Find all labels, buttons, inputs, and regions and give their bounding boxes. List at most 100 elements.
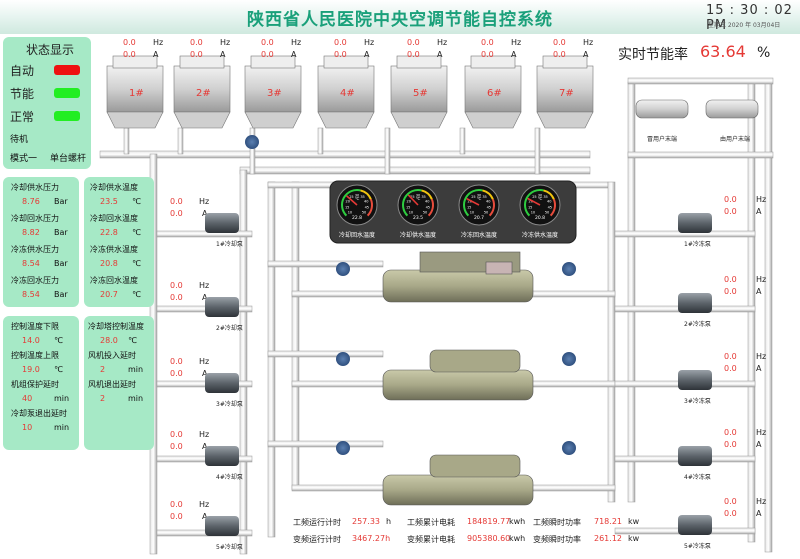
pressure-label: 冷冻回水压力	[11, 276, 59, 285]
cooling-pump-motor-icon[interactable]	[205, 516, 239, 536]
status-led-auto	[54, 65, 80, 75]
chilled-pump-name: 1#冷冻泵	[684, 241, 711, 248]
tower-hz-unit: Hz	[511, 38, 522, 47]
gauge-label: 冷却回水温度	[339, 231, 375, 239]
tower-name[interactable]: 7#	[559, 88, 574, 99]
control-label: 风机退出延时	[88, 380, 136, 389]
pressure-value: 8.54	[22, 290, 40, 299]
control-value[interactable]: 40	[22, 394, 33, 403]
cooling-pump-motor-icon[interactable]	[205, 297, 239, 317]
control-value[interactable]: 2	[100, 365, 106, 374]
tower-name[interactable]: 1#	[129, 88, 144, 99]
gauge-tick-label: 15	[345, 205, 349, 209]
stat-label: 变频累计电耗	[407, 535, 455, 544]
tower-a-unit: A	[153, 50, 159, 59]
control-label: 控制温度下限	[11, 322, 59, 331]
gauge-tick-label: 10	[531, 211, 535, 215]
chilled-pump-hz-unit: Hz	[756, 195, 767, 204]
valve-icon[interactable]	[245, 135, 259, 149]
status-led-normal	[54, 111, 80, 121]
stat-unit: kwh	[509, 534, 526, 543]
pressure-value: 8.76	[22, 197, 40, 206]
gauge-tick-label: 50	[362, 211, 366, 215]
tower-a-value: 0.0	[261, 50, 274, 59]
gauge-tick-label: 50	[545, 211, 549, 215]
chilled-pump-a-unit: A	[756, 440, 762, 449]
control-unit: ℃	[128, 336, 137, 345]
control-label: 控制温度上限	[11, 351, 59, 360]
gauge-tick-label: 10	[409, 211, 413, 215]
control-value[interactable]: 19.0	[22, 365, 40, 374]
valve-icon[interactable]	[562, 352, 576, 366]
chilled-pump-motor-icon[interactable]	[678, 446, 712, 466]
cooling-pump-hz-unit: Hz	[199, 197, 210, 206]
tower-hz-unit: Hz	[364, 38, 375, 47]
valve-icon[interactable]	[336, 262, 350, 276]
chilled-pump-hz-unit: Hz	[756, 497, 767, 506]
control-value[interactable]: 2	[100, 394, 106, 403]
gauge-value: 22.8	[352, 215, 362, 221]
gauge-value: 23.5	[413, 215, 423, 221]
control-value[interactable]: 28.0	[100, 336, 118, 345]
gauge-tick-label: 20	[407, 200, 411, 204]
cooling-pump-motor-icon[interactable]	[205, 213, 239, 233]
cooling-pump-a-unit: A	[202, 512, 208, 521]
control-label: 冷却塔控制温度	[88, 322, 144, 331]
cooling-pump-motor-icon[interactable]	[205, 373, 239, 393]
collector-return-label: 由用户末端	[720, 136, 751, 143]
tower-name[interactable]: 3#	[267, 88, 282, 99]
cooling-pump-name: 2#冷却泵	[216, 325, 243, 332]
cooling-pump-motor-icon[interactable]	[205, 446, 239, 466]
control-value[interactable]: 14.0	[22, 336, 40, 345]
chilled-pump-hz-value: 0.0	[724, 195, 737, 204]
chilled-pump-motor-icon[interactable]	[678, 370, 712, 390]
stat-label: 变频瞬时功率	[533, 535, 581, 544]
tower-hz-unit: Hz	[437, 38, 448, 47]
tower-hz-unit: Hz	[583, 38, 594, 47]
stat-value: 184819.77	[467, 517, 511, 526]
tower-a-unit: A	[511, 50, 517, 59]
gauge-tick-label: 15	[467, 205, 471, 209]
temperature-panel	[84, 177, 154, 307]
temperature-label: 冷冻回水温度	[90, 276, 138, 285]
chilled-pump-motor-icon[interactable]	[678, 293, 712, 313]
date: 星期三 2020 年 03月04日	[708, 22, 781, 29]
tower-a-unit: A	[291, 50, 297, 59]
pressure-label: 冷却供水压力	[11, 183, 59, 192]
gauge-unit: ℃	[355, 196, 360, 201]
valve-icon[interactable]	[336, 352, 350, 366]
gauge-tick-label: 45	[548, 205, 552, 209]
tower-name[interactable]: 6#	[487, 88, 502, 99]
gauge-tick-label: 30	[538, 194, 542, 198]
gauge-unit: ℃	[477, 196, 482, 201]
chilled-pump-a-value: 0.0	[724, 287, 737, 296]
valve-icon[interactable]	[562, 262, 576, 276]
tower-name[interactable]: 2#	[196, 88, 211, 99]
valve-icon[interactable]	[336, 441, 350, 455]
chilled-pump-motor-icon[interactable]	[678, 213, 712, 233]
chilled-pump-a-unit: A	[756, 509, 762, 518]
chilled-pump-hz-unit: Hz	[756, 352, 767, 361]
gauge-tick-label: 20	[529, 200, 533, 204]
page-title: 陕西省人民医院中央空调节能自控系统	[247, 10, 553, 30]
chilled-pump-motor-icon[interactable]	[678, 515, 712, 535]
tower-name[interactable]: 5#	[413, 88, 428, 99]
status-panel	[3, 37, 91, 169]
gauge-tick-label: 50	[423, 211, 427, 215]
chilled-pump-a-unit: A	[756, 207, 762, 216]
control-value[interactable]: 10	[22, 423, 33, 432]
pressure-value: 8.54	[22, 259, 40, 268]
tower-name[interactable]: 4#	[340, 88, 355, 99]
gauge-needle	[345, 195, 358, 206]
valve-icon[interactable]	[562, 441, 576, 455]
tower-a-value: 0.0	[407, 50, 420, 59]
temperature-value: 20.7	[100, 290, 118, 299]
stat-unit: kwh	[509, 517, 526, 526]
tower-hz-value: 0.0	[261, 38, 274, 47]
gauge-tick-label: 25	[532, 195, 536, 199]
chilled-pump-name: 2#冷冻泵	[684, 321, 711, 328]
